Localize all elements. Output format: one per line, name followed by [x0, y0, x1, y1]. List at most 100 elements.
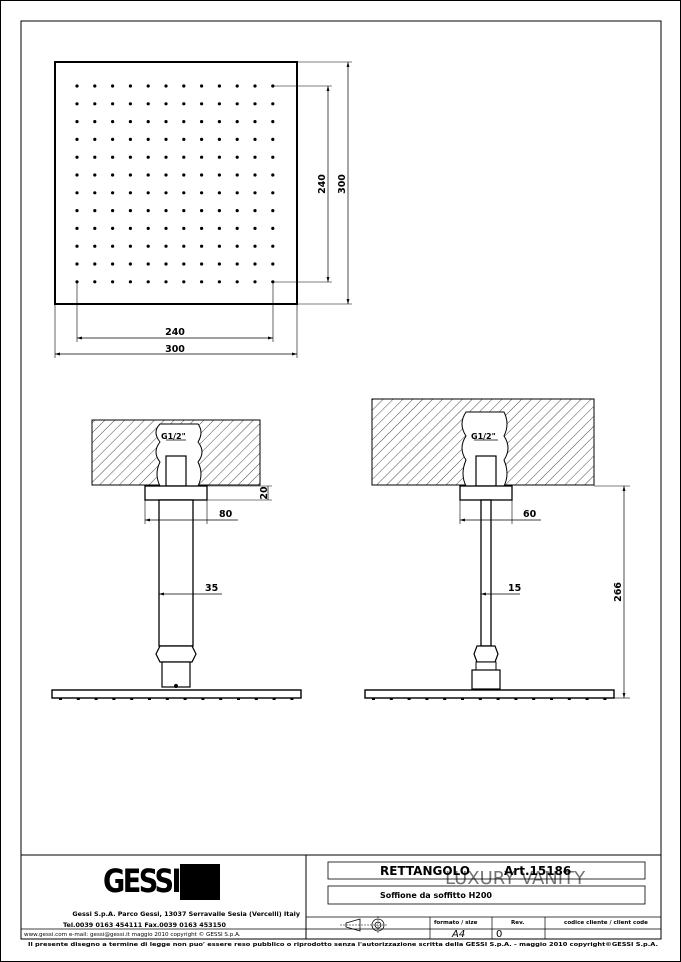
company-phone: Tel.0039 0163 454111 Fax.0039 0163 45315… [63, 921, 226, 929]
nozzle-dot [217, 155, 221, 159]
nozzle-tip [567, 698, 571, 700]
nozzle-dot [93, 173, 97, 177]
nozzle-tip [389, 698, 393, 700]
nozzle-dot [128, 226, 132, 230]
watermark: LUXURY VANITY [445, 868, 586, 889]
nozzle-row [59, 698, 294, 700]
nozzle-dot [235, 280, 239, 284]
nozzle-dot [111, 84, 115, 88]
nozzle-dot [200, 209, 204, 213]
company-web: www.gessi.com e-mail: gessi@gessi.it mag… [24, 931, 241, 938]
nozzle-dot [75, 120, 79, 124]
nozzle-tip [514, 698, 518, 700]
ceiling-flange [459, 485, 513, 501]
nozzle-dot [128, 173, 132, 177]
nozzle-dot [271, 191, 275, 195]
nozzle-dot [111, 244, 115, 248]
thread-fitting [475, 455, 497, 487]
nozzle-dot [111, 120, 115, 124]
nozzle-dot [93, 244, 97, 248]
nozzle-dot [217, 280, 221, 284]
nozzle-dot [182, 244, 186, 248]
nozzle-dot [271, 226, 275, 230]
title-block: GESSI Gessi S.p.A. Parco Gessi, 13037 Se… [21, 854, 661, 948]
thread-fitting [165, 455, 187, 487]
nozzle-dot [200, 191, 204, 195]
nozzle-row [372, 698, 607, 700]
nozzle-dot [128, 191, 132, 195]
nozzle-dot [235, 84, 239, 88]
nozzle-tip [183, 698, 187, 700]
dim-inner-width: 240 [165, 327, 185, 338]
nozzle-dot [271, 280, 275, 284]
description-box [327, 885, 646, 905]
article-number: Art.15186 [504, 864, 571, 878]
nozzle-dot [93, 84, 97, 88]
product-description: Soffione da soffitto H200 [380, 891, 492, 900]
nozzle-dot [235, 226, 239, 230]
nozzle-dot [93, 137, 97, 141]
shower-head-profile [364, 689, 615, 699]
nozzle-dot [111, 191, 115, 195]
nozzle-dot [128, 137, 132, 141]
nozzle-tip [201, 698, 205, 700]
nozzle-dot [128, 102, 132, 106]
nozzle-dot [235, 244, 239, 248]
nozzle-dot [111, 155, 115, 159]
nozzle-dot [93, 102, 97, 106]
nozzle-tip [254, 698, 258, 700]
nozzle-dot [217, 209, 221, 213]
nozzle-dot [253, 155, 257, 159]
nozzle-dot [128, 84, 132, 88]
nozzle-tip [130, 698, 134, 700]
dim-total-height: 266 [613, 582, 624, 602]
nozzle-dot [235, 120, 239, 124]
nozzle-dot [93, 262, 97, 266]
nozzle-dot [93, 120, 97, 124]
client-code-header: codice cliente / client code [564, 920, 648, 926]
nozzle-dot [93, 155, 97, 159]
nozzle-dot [75, 226, 79, 230]
nozzle-dot [75, 173, 79, 177]
dim-flange-width: 60 [523, 509, 537, 520]
nozzle-dot [235, 173, 239, 177]
nozzle-dot [235, 137, 239, 141]
thread-label: G1/2" [161, 432, 186, 441]
nozzle-dot [146, 191, 150, 195]
shower-head-outline [54, 61, 298, 305]
dim-flange-height: 20 [259, 486, 270, 500]
projection-symbol-icon [340, 916, 388, 934]
nozzle-dot [146, 137, 150, 141]
nozzle-dot [271, 102, 275, 106]
nozzle-dot [164, 280, 168, 284]
nozzle-tip [443, 698, 447, 700]
nozzle-dot [217, 137, 221, 141]
nozzle-dot [93, 191, 97, 195]
thread-label: G1/2" [471, 432, 496, 441]
nozzle-dot [217, 244, 221, 248]
nozzle-tip [94, 698, 98, 700]
nozzle-dot [111, 102, 115, 106]
dim-flange-width: 80 [219, 509, 233, 520]
nozzle-grid [75, 84, 275, 284]
nozzle-dot [128, 120, 132, 124]
nozzle-dot [75, 102, 79, 106]
nozzle-dot [182, 226, 186, 230]
ball-joint [161, 661, 191, 688]
nozzle-dot [164, 209, 168, 213]
nozzle-tip [461, 698, 464, 700]
nozzle-tip [407, 698, 411, 700]
nozzle-dot [164, 155, 168, 159]
nozzle-dot [200, 226, 204, 230]
nozzle-dot [182, 191, 186, 195]
drawing-frame [20, 20, 662, 940]
nozzle-tip [532, 698, 536, 700]
ceiling-flange [144, 485, 208, 501]
nozzle-dot [253, 209, 257, 213]
nozzle-dot [111, 209, 115, 213]
nozzle-dot [128, 244, 132, 248]
dim-arm-diameter: 15 [508, 583, 521, 594]
nozzle-dot [93, 209, 97, 213]
nozzle-dot [253, 244, 257, 248]
